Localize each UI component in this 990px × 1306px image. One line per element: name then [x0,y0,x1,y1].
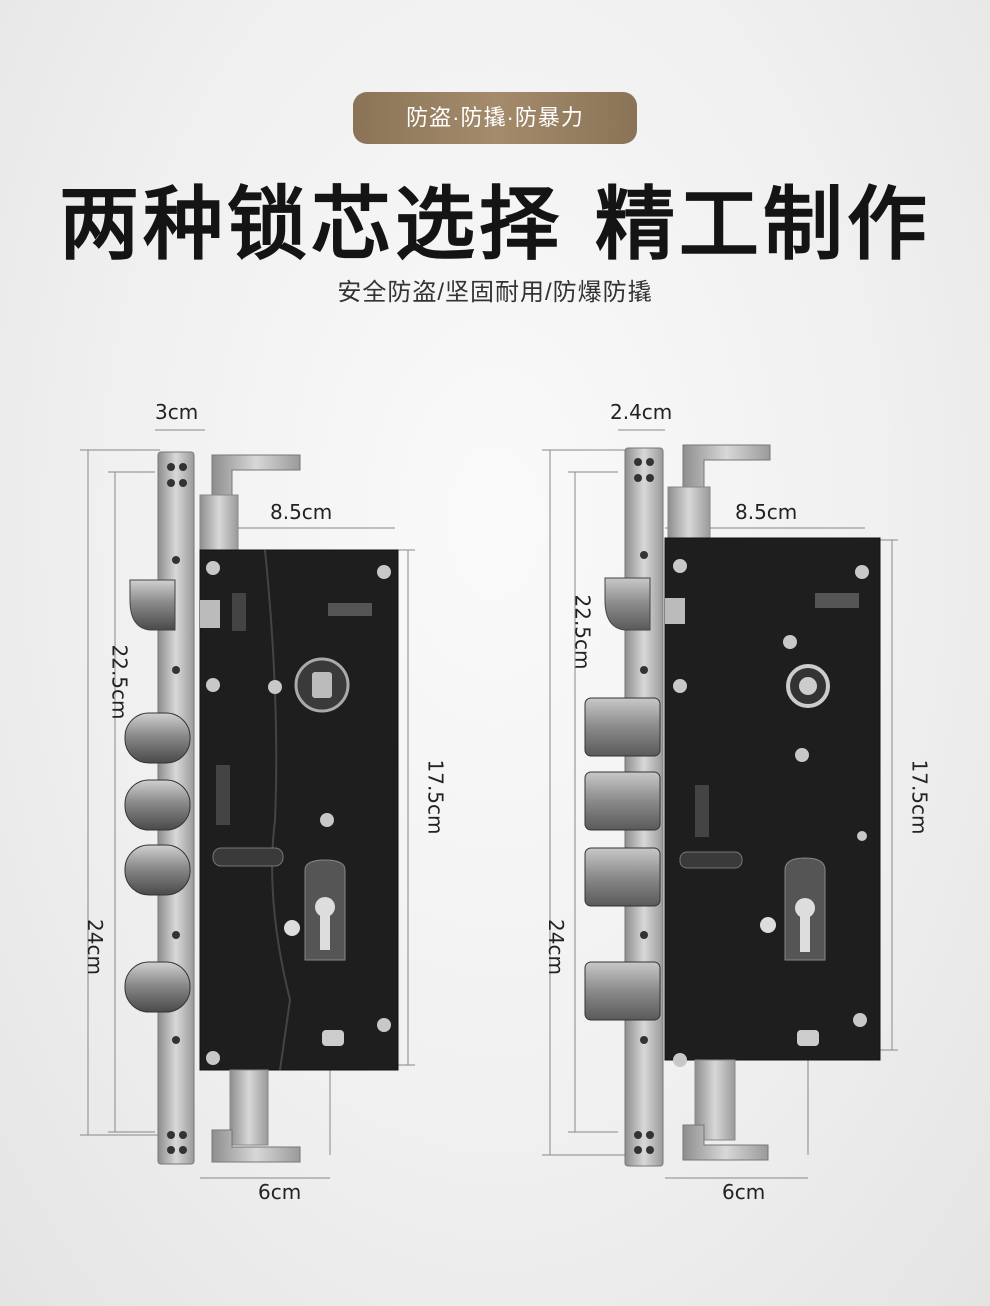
lock-right [542,429,898,1179]
page-subtitle: 安全防盗/坚固耐用/防爆防撬 [337,279,653,306]
left-faceplate-width-label: 3cm [155,400,199,424]
right-total-height-label: 24cm [543,919,568,975]
left-bottom-width-label: 6cm [258,1180,302,1204]
left-body-height-label: 17.5cm [423,759,448,835]
right-body-height-label: 17.5cm [907,759,932,835]
left-body-width-label: 8.5cm [270,500,333,524]
right-inner-height-label: 22.5cm [570,594,595,670]
left-inner-height-label: 22.5cm [107,644,132,720]
lock-left [80,429,415,1179]
right-body-width-label: 8.5cm [735,500,798,524]
left-total-height-label: 24cm [82,919,107,975]
feature-badge: 防盗·防撬·防暴力 [353,92,637,144]
right-faceplate-width-label: 2.4cm [610,400,673,424]
page-title: 两种锁芯选择 精工制作 [59,178,931,271]
right-bottom-width-label: 6cm [722,1180,766,1204]
